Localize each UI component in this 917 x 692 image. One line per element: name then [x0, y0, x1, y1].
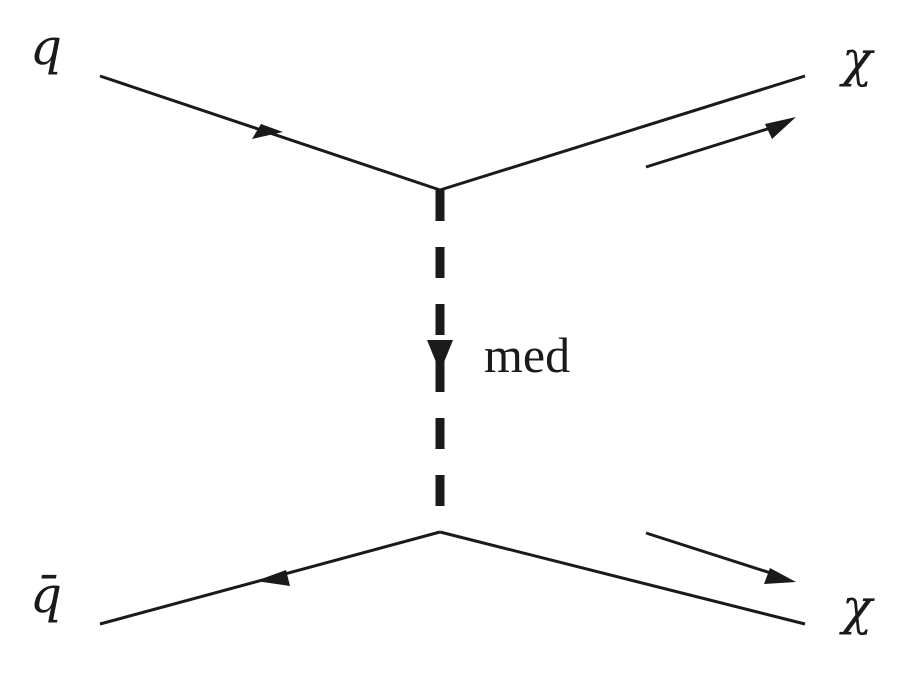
upper-momentum-arrow-icon [765, 117, 796, 139]
lower-momentum-arrow-icon [764, 568, 796, 584]
outgoing-chi-lower-line [439, 530, 806, 626]
label-incoming-antiquark: q̄ [30, 566, 62, 624]
lower-momentum-arrow-shaft [645, 531, 781, 578]
outgoing-chi-upper-line [439, 74, 806, 192]
label-outgoing-upper: χ [839, 30, 875, 88]
label-mediator: med [484, 327, 570, 383]
label-incoming-quark: q [30, 18, 62, 76]
label-outgoing-lower: χ [839, 578, 875, 636]
incoming-quark-arrow-icon [252, 124, 283, 139]
incoming-antiquark-arrow-icon [256, 570, 290, 586]
upper-momentum-arrow-shaft [645, 123, 781, 169]
mediator-arrow-icon [427, 340, 453, 372]
